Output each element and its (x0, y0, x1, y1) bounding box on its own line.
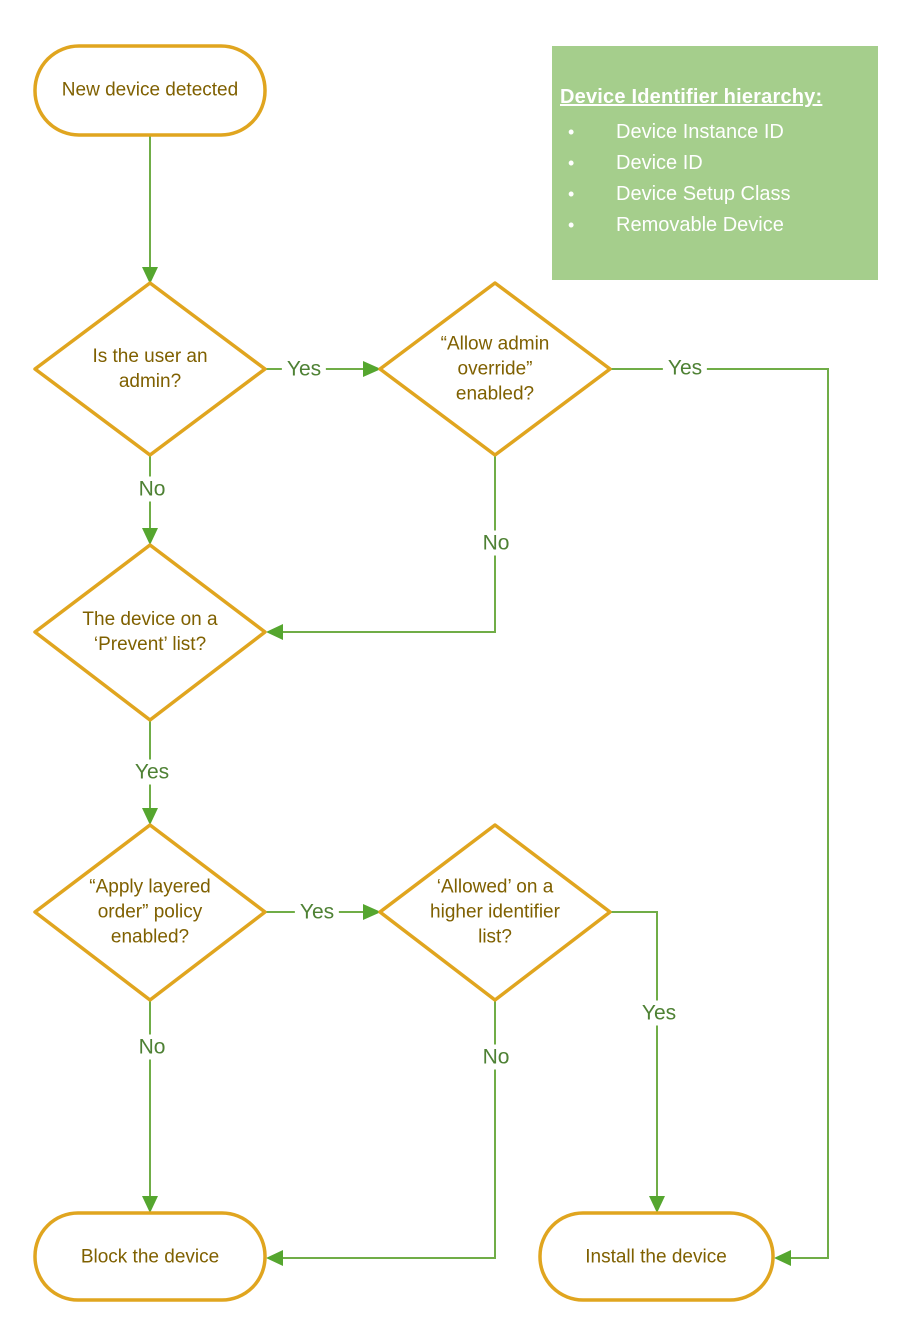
legend-item-label: Removable Device (616, 214, 784, 236)
decision-override-shape (378, 281, 612, 457)
decision-layered-shape (33, 823, 267, 1002)
legend-item: • Device Instance ID (560, 117, 870, 148)
node-shapes (33, 44, 775, 1302)
edge-label-admin-yes: Yes (281, 356, 327, 382)
arrowhead-down-prevent (142, 528, 158, 545)
arrowhead-down-admin (142, 267, 158, 284)
edge-label-allowed-no: No (477, 1044, 515, 1070)
edge-override-no (282, 455, 496, 633)
bullet-icon: • (568, 184, 575, 204)
bullet-icon: • (568, 215, 575, 235)
start-node-shape (33, 44, 267, 137)
legend-item: • Device ID (560, 148, 870, 179)
decision-allowed-label: ‘Allowed’ on a higher identifier list? (430, 876, 560, 948)
install-node-label: Install the device (585, 1246, 727, 1268)
edge-allowed-yes (610, 911, 658, 1196)
arrowhead-left-block (266, 1250, 283, 1266)
arrowhead-right-allowed (363, 904, 381, 920)
decision-prevent-label: The device on a ‘Prevent’ list? (82, 608, 218, 655)
block-node-label: Block the device (80, 1246, 220, 1268)
edge-label-override-yes: Yes (662, 355, 708, 381)
arrowhead-left-prevent (266, 624, 283, 640)
decision-override-label: “Allow admin override” enabled? (440, 333, 550, 405)
edge-label-prevent-yes: Yes (129, 759, 175, 785)
legend-title: Device Identifier hierarchy: (560, 86, 823, 108)
edge-allowed-no (282, 1000, 496, 1259)
arrowhead-down-layered (142, 808, 158, 825)
legend-item: • Removable Device (560, 210, 870, 241)
legend-item-label: Device Setup Class (616, 183, 791, 205)
edge-label-allowed-yes: Yes (636, 1000, 682, 1026)
decision-admin-shape (33, 281, 267, 457)
decision-admin-label: Is the user an admin? (92, 345, 208, 392)
arrowhead-right-override (363, 361, 381, 377)
decision-allowed-shape (378, 823, 612, 1002)
start-node-label: New device detected (61, 79, 239, 101)
legend-item-label: Device Instance ID (616, 121, 784, 143)
legend-item-label: Device ID (616, 152, 703, 174)
decision-prevent-shape (33, 543, 267, 722)
block-node-shape (33, 1211, 267, 1302)
arrowheads (142, 267, 791, 1266)
bullet-icon: • (568, 153, 575, 173)
edge-label-layered-no: No (133, 1034, 171, 1060)
decision-layered-label: “Apply layered order” policy enabled? (89, 876, 211, 948)
edge-label-override-no: No (477, 530, 515, 556)
edge-label-layered-yes: Yes (294, 899, 340, 925)
install-node-shape (538, 1211, 775, 1302)
arrowhead-down-install (649, 1196, 665, 1213)
legend-box: Device Identifier hierarchy: • Device In… (552, 46, 878, 280)
legend-item: • Device Setup Class (560, 179, 870, 210)
edge-override-yes (610, 368, 829, 1259)
arrowhead-left-install-right (774, 1250, 791, 1266)
edge-label-admin-no: No (133, 476, 171, 502)
bullet-icon: • (568, 122, 575, 142)
arrowhead-down-block (142, 1196, 158, 1213)
